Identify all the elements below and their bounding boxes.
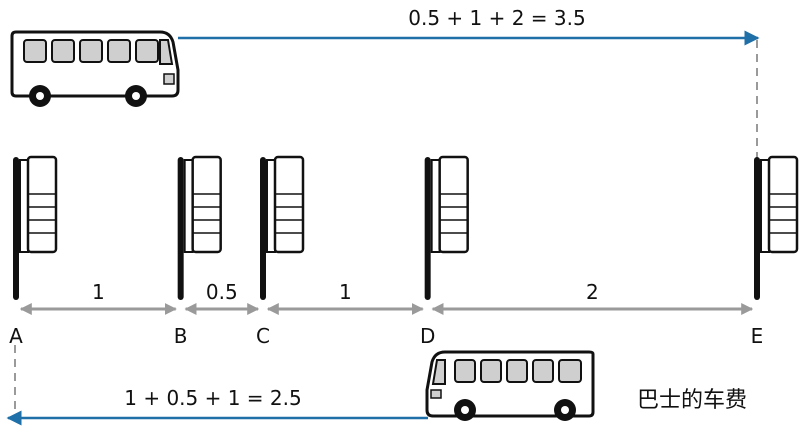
bus-stop-sign-icon [19, 155, 58, 254]
stop-label: A [9, 324, 23, 348]
bus-top-icon [10, 30, 180, 107]
stop-label: D [420, 324, 435, 348]
bus-stop-b: B [174, 155, 222, 348]
bus-bottom-icon [425, 350, 595, 421]
stop-pole [13, 157, 19, 300]
bus-stop-sign-icon [266, 155, 305, 254]
bus-stop-a: A [9, 155, 58, 348]
bus-stop-sign-icon [760, 155, 799, 254]
bottom-trip-expression: 1 + 0.5 + 1 = 2.5 [124, 386, 301, 410]
segment-a-b: 1 [19, 280, 177, 315]
stop-pole [424, 157, 431, 300]
stop-pole [260, 157, 266, 300]
bus-stop-sign-icon [183, 155, 222, 254]
stop-pole [754, 157, 760, 300]
segment-d-e: 2 [431, 280, 754, 315]
bus-stop-d: D [420, 155, 469, 348]
stop-label: E [751, 324, 764, 348]
top-trip-expression: 0.5 + 1 + 2 = 3.5 [408, 6, 585, 30]
caption: 巴士的车费 [637, 388, 747, 413]
distance-segments: 1 0.5 1 2 [19, 280, 754, 315]
segment-distance-label: 0.5 [206, 280, 238, 304]
stop-label: B [174, 324, 188, 348]
segment-distance-label: 2 [586, 280, 599, 304]
stop-pole [177, 157, 184, 300]
bus-stop-c: C [256, 155, 305, 348]
segment-distance-label: 1 [92, 280, 105, 304]
segment-b-c: 0.5 [184, 280, 260, 315]
bus-stop-e: E [751, 155, 799, 348]
segment-distance-label: 1 [339, 280, 352, 304]
stop-label: C [256, 324, 270, 348]
bus-stop-sign-icon [430, 155, 469, 254]
bus-stops: A B C D E [9, 155, 799, 348]
segment-c-d: 1 [266, 280, 424, 315]
